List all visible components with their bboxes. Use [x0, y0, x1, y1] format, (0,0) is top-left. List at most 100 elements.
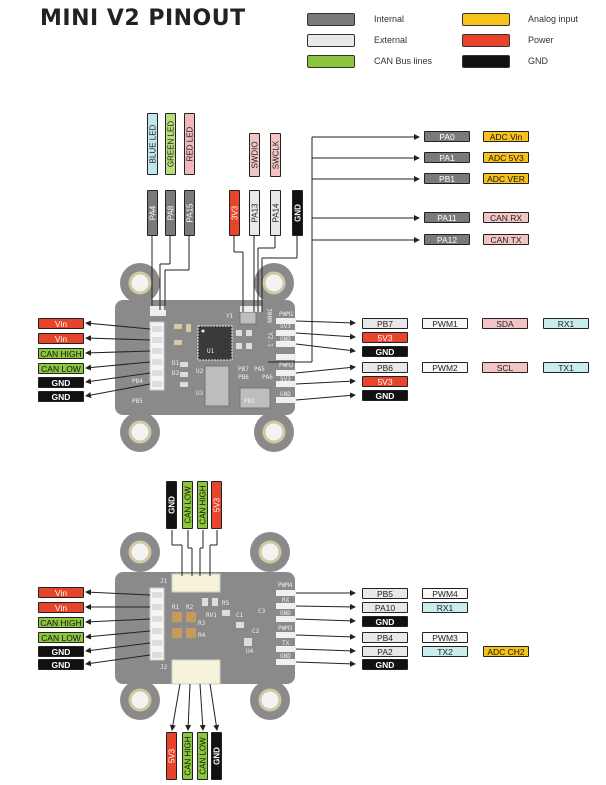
- pin-gnd-label: GND: [292, 190, 303, 236]
- pin-pb7-label: PB7: [362, 318, 408, 329]
- b2-bottom-can-high: CAN HIGH: [182, 732, 193, 780]
- pcb-mark: R1: [172, 604, 180, 611]
- b2-bottom-5v3: 5V3: [166, 732, 177, 780]
- b2-top-gnd: GND: [166, 481, 177, 529]
- swclk-label: SWCLK: [270, 133, 281, 177]
- pcb-mark: U3: [196, 390, 204, 397]
- pin-pb6-label: PB6: [362, 362, 408, 373]
- pwm3-label: PWM3: [422, 632, 468, 643]
- pcb-mark: R2: [186, 604, 194, 611]
- pcb-mark: C2: [252, 628, 260, 635]
- adc-vin-label: ADC Vin: [483, 131, 529, 142]
- right-gnd-1: GND: [362, 346, 408, 357]
- legend-swatch-power: [462, 34, 510, 47]
- pcb-mark: PB4: [132, 378, 143, 385]
- pin-pa2-label: PA2: [362, 646, 408, 657]
- legend-swatch-analog: [462, 13, 510, 26]
- b2-left-gnd-1: GND: [38, 646, 84, 657]
- board-1: [115, 263, 296, 452]
- blue-led-label: BLUE LED: [147, 113, 158, 175]
- b2-bottom-gnd: GND: [211, 732, 222, 780]
- left-vin-2: Vin: [38, 333, 84, 344]
- right-5v3-2: 5V3: [362, 376, 408, 387]
- pcb-mark: V2.1: [266, 332, 274, 347]
- can-rx-label: CAN RX: [483, 212, 529, 223]
- pcb-mark: J2: [160, 664, 168, 671]
- tx1-label: TX1: [543, 362, 589, 373]
- pin-3v3-label: 3V3: [229, 190, 240, 236]
- legend-label-gnd: GND: [528, 56, 548, 66]
- pcb-pad-label: GND: [280, 610, 291, 617]
- pcb-mark: PB7: [238, 366, 249, 373]
- pin-pa13-label: PA13: [249, 190, 260, 236]
- pin-pb4-label: PB4: [362, 632, 408, 643]
- pcb-mark: C3: [258, 608, 266, 615]
- adc-ver-label: ADC VER: [483, 173, 529, 184]
- red-led-label: RED LED: [184, 113, 195, 175]
- pcb-pad-label: PWM3: [278, 625, 293, 632]
- left-gnd-2: GND: [38, 391, 84, 402]
- left-vin-1: Vin: [38, 318, 84, 329]
- board-2-wires: [85, 530, 356, 731]
- pcb-mark: U2: [196, 368, 204, 375]
- page-title: MINI V2 PINOUT: [40, 6, 246, 31]
- pcb-mark: RV1: [206, 612, 217, 619]
- scl-label: SCL: [482, 362, 528, 373]
- pcb-mark: R4: [198, 632, 206, 639]
- adc-5v3-label: ADC 5V3: [483, 152, 529, 163]
- swdio-label: SWDIO: [249, 133, 260, 177]
- pcb-pad-label: PWM2: [279, 362, 294, 369]
- b2-top-can-high: CAN HIGH: [197, 481, 208, 529]
- board-2: [115, 532, 296, 720]
- pin-pa14-label: PA14: [270, 190, 281, 236]
- b2-rx1-label: RX1: [422, 602, 468, 613]
- pcb-pad-label: 5V3: [280, 376, 291, 383]
- pcb-pad-label: GND: [280, 336, 291, 343]
- pcb-mark: R3: [198, 620, 206, 627]
- adc-ch2-label: ADC CH2: [483, 646, 529, 657]
- right-gnd-2: GND: [362, 390, 408, 401]
- sda-label: SDA: [482, 318, 528, 329]
- can-tx-label: CAN TX: [483, 234, 529, 245]
- right-5v3-1: 5V3: [362, 332, 408, 343]
- pin-pa12-label: PA12: [424, 234, 470, 245]
- left-gnd-1: GND: [38, 377, 84, 388]
- b2-left-can-low: CAN LOW: [38, 632, 84, 643]
- tx2-label: TX2: [422, 646, 468, 657]
- b2-top-5v3: 5V3: [211, 481, 222, 529]
- legend-swatch-external: [307, 34, 355, 47]
- pin-pa1-label: PA1: [424, 152, 470, 163]
- board-1-wires: [85, 134, 420, 401]
- pin-pa15-label: PA15: [184, 190, 195, 236]
- pcb-mark: 300N: [265, 308, 273, 323]
- pin-pa8-label: PA8: [165, 190, 176, 236]
- pwm1-label: PWM1: [422, 318, 468, 329]
- pcb-mark: D1: [172, 360, 180, 367]
- b2-left-vin-1: Vin: [38, 587, 84, 598]
- legend-swatch-can: [307, 55, 355, 68]
- pcb-mark: R5: [222, 600, 230, 607]
- pcb-mark: PB5: [132, 398, 143, 405]
- legend-swatch-internal: [307, 13, 355, 26]
- pwm2-label: PWM2: [422, 362, 468, 373]
- b2-bottom-can-low: CAN LOW: [197, 732, 208, 780]
- pcb-pad-label: GND: [280, 653, 291, 660]
- pin-pa4-label: PA4: [147, 190, 158, 236]
- pin-pa11-label: PA11: [424, 212, 470, 223]
- b2-top-can-low: CAN LOW: [182, 481, 193, 529]
- pcb-mark: U4: [246, 648, 254, 655]
- pin-pa10-label: PA10: [362, 602, 408, 613]
- pcb-mark: PA6: [262, 374, 273, 381]
- pcb-mark: PB3: [244, 398, 255, 405]
- pcb-mark: PB6: [238, 374, 249, 381]
- pcb-pad-label: GND: [280, 391, 291, 398]
- left-can-high: CAN HIGH: [38, 348, 84, 359]
- legend-label-external: External: [374, 35, 408, 45]
- pcb-mark: C1: [236, 612, 244, 619]
- pcb-mark: U1: [207, 348, 215, 355]
- legend-label-internal: Internal: [374, 14, 405, 24]
- pin-pa0-label: PA0: [424, 131, 470, 142]
- rx1-label: RX1: [543, 318, 589, 329]
- pcb-mark: D2: [172, 370, 180, 377]
- b2-left-vin-2: Vin: [38, 602, 84, 613]
